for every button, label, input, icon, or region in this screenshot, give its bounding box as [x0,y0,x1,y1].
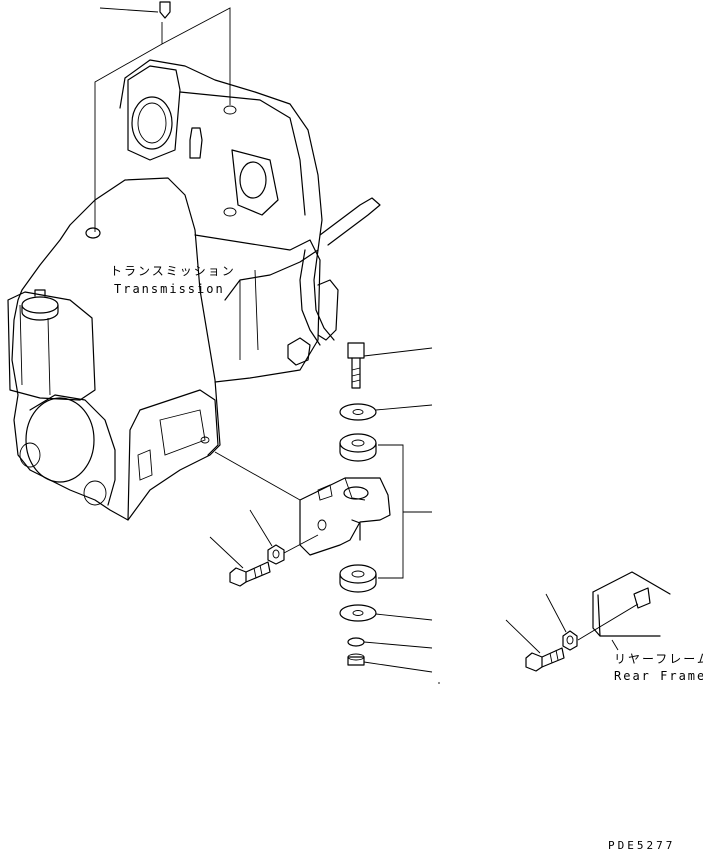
side-nut-left [249,509,319,565]
mount-nut [347,653,440,684]
transmission-label-jp: トランスミッション [110,264,236,278]
lock-washer [347,637,433,649]
rear-bolt [505,619,565,672]
upper-rubber-mount [339,433,377,462]
upper-washer [339,403,433,421]
rear-nut [545,593,639,651]
rear-frame-label-en: Rear Frame [614,669,703,683]
side-bolt-left [209,536,271,587]
transmission-housing [7,59,381,521]
drawing-code: PDE5277 [608,839,675,850]
top-bolt [99,1,171,19]
rear-frame [592,571,671,637]
rear-frame-label-jp: リヤーフレーム [614,652,703,666]
lower-washer [339,604,433,622]
lower-rubber-mount [339,564,377,593]
mounting-bracket [299,477,391,556]
vertical-bolt [347,342,433,389]
bracket-leader [214,451,301,501]
mount-group-leader [378,444,432,579]
top-bolt-leader [94,7,231,232]
transmission-label-en: Transmission [114,282,225,296]
